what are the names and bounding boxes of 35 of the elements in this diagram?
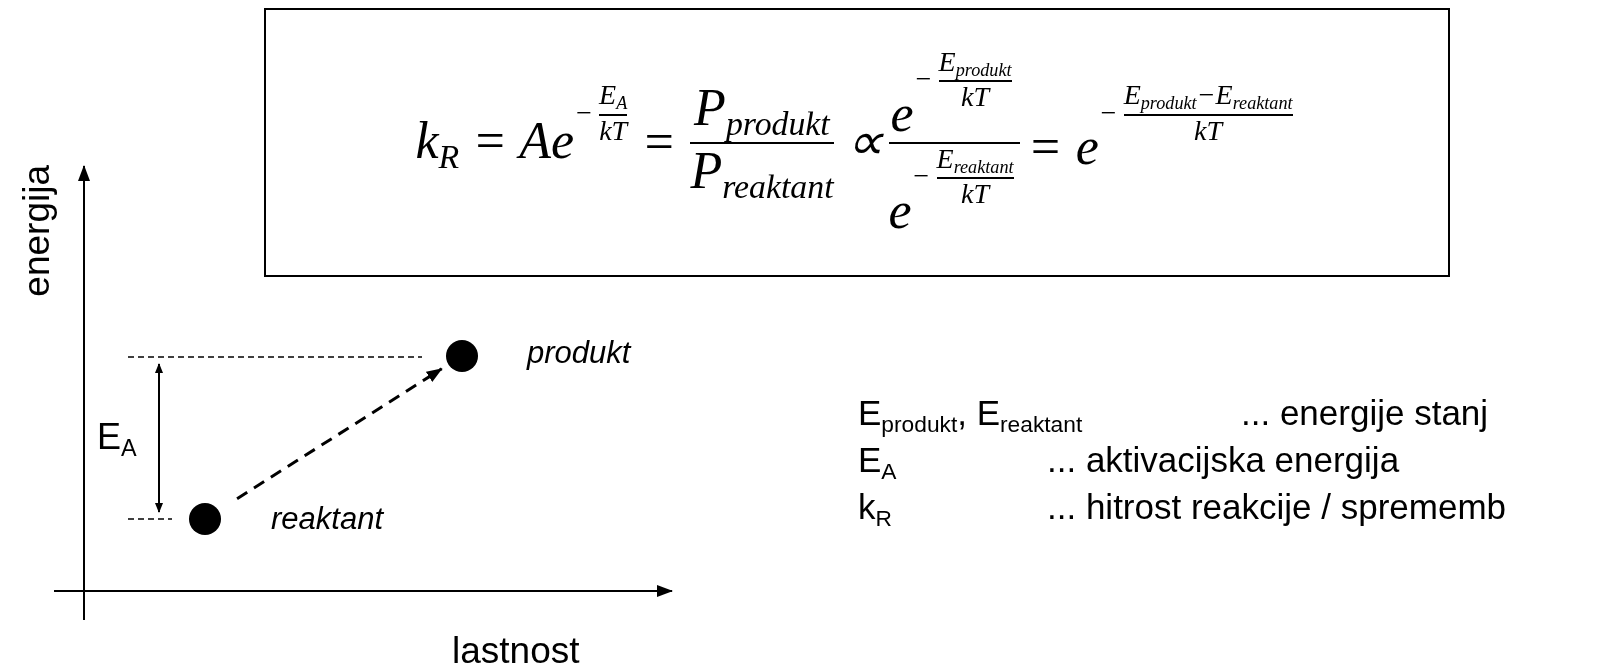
legend-description: ... energije stanj	[1241, 395, 1489, 432]
exponent-denominator: kT	[1194, 115, 1223, 145]
exponent-numerator: E$_{A}$	[599, 80, 628, 114]
legend-symbol: E$_{A}$	[858, 442, 897, 484]
exponent-denominator: kT	[961, 82, 990, 112]
dot	[446, 340, 478, 372]
dimension-label: E$_{A}$	[97, 418, 137, 461]
state-label: produkt	[527, 337, 631, 370]
exponent-minus: −	[574, 97, 594, 128]
exponent-numerator: E$_{produkt}$−E$_{reaktant}$	[1123, 80, 1293, 114]
dot	[189, 503, 221, 535]
exponent-numerator: E$_{reaktant}$	[936, 143, 1014, 178]
fraction-numerator: P$_{produkt}$	[694, 80, 830, 142]
axis-title: energija	[18, 165, 57, 297]
exponent-minus: −	[913, 64, 933, 94]
dashed-arrow	[236, 367, 443, 500]
formula-term: e	[890, 86, 914, 142]
axis-title: lastnost	[452, 632, 580, 668]
fraction-denominator: P$_{reaktant}$	[690, 143, 834, 205]
formula-box	[264, 8, 1450, 277]
exponent-minus: −	[1098, 97, 1118, 128]
exponent-minus: −	[911, 161, 931, 191]
state-label: reaktant	[271, 503, 383, 536]
formula-term: k$_{R}$ = Ae	[415, 114, 575, 175]
legend-symbol: k$_{R}$	[858, 489, 892, 531]
legend-symbol: E$_{produkt}$, E$_{reaktant}$	[858, 395, 1083, 437]
formula-term: e	[888, 183, 912, 239]
exponent-denominator: kT	[961, 179, 990, 209]
proportional-sign: ∝	[845, 115, 883, 170]
equals-sign: =	[641, 115, 677, 170]
legend-description: ... hitrost reakcije / sprememb	[1047, 489, 1507, 526]
legend-description: ... aktivacijska energija	[1047, 442, 1400, 479]
formula-term: = e	[1027, 120, 1099, 175]
exponent-denominator: kT	[599, 115, 628, 145]
exponent-numerator: E$_{produkt}$	[938, 46, 1012, 81]
